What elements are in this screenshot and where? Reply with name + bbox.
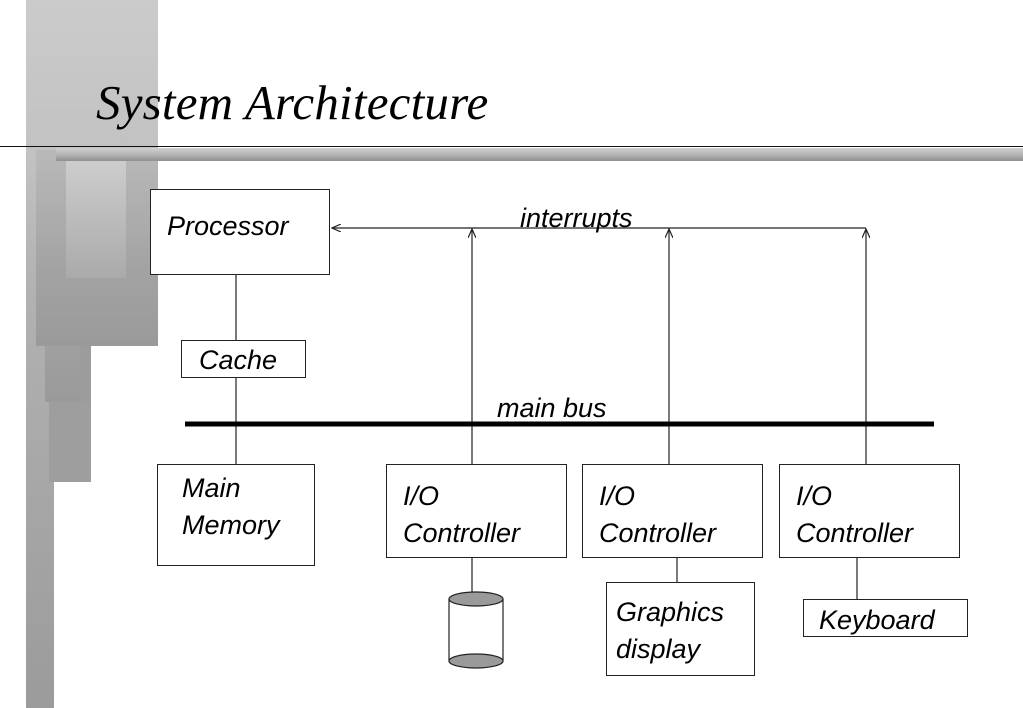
graphics-display-label-line1: Graphics bbox=[616, 597, 725, 627]
io-controller-box-1: I/O Controller bbox=[386, 464, 567, 558]
graphics-display-box: Graphics display bbox=[606, 582, 755, 676]
main-memory-box: Main Memory bbox=[157, 464, 315, 566]
graphics-display-label-line2: display bbox=[616, 634, 701, 664]
interrupts-label: interrupts bbox=[520, 203, 633, 233]
io-controller-1-line1: I/O bbox=[403, 481, 440, 511]
io-controller-2-line2: Controller bbox=[599, 518, 717, 548]
keyboard-box: Keyboard bbox=[803, 599, 968, 637]
slide-title: System Architecture bbox=[96, 75, 489, 130]
main-bus-label: main bus bbox=[497, 393, 607, 423]
title-rule-line bbox=[0, 146, 1023, 147]
main-memory-label-line1: Main bbox=[182, 473, 241, 503]
disk-icon bbox=[448, 591, 504, 669]
cache-box: Cache bbox=[181, 340, 306, 378]
title-rule-bar bbox=[56, 148, 1023, 161]
io-controller-2-line1: I/O bbox=[599, 481, 636, 511]
main-memory-label-line2: Memory bbox=[182, 510, 280, 540]
decorative-step bbox=[49, 402, 91, 482]
io-controller-box-3: I/O Controller bbox=[779, 464, 960, 558]
processor-label: Processor bbox=[167, 211, 289, 241]
io-controller-box-2: I/O Controller bbox=[582, 464, 763, 558]
keyboard-label: Keyboard bbox=[819, 605, 935, 635]
processor-box: Processor bbox=[150, 189, 330, 275]
cache-label: Cache bbox=[199, 345, 278, 375]
io-controller-3-line1: I/O bbox=[796, 481, 833, 511]
io-controller-1-line2: Controller bbox=[403, 518, 521, 548]
io-controller-3-line2: Controller bbox=[796, 518, 914, 548]
decorative-light-panel bbox=[66, 160, 126, 278]
decorative-step bbox=[45, 346, 80, 402]
